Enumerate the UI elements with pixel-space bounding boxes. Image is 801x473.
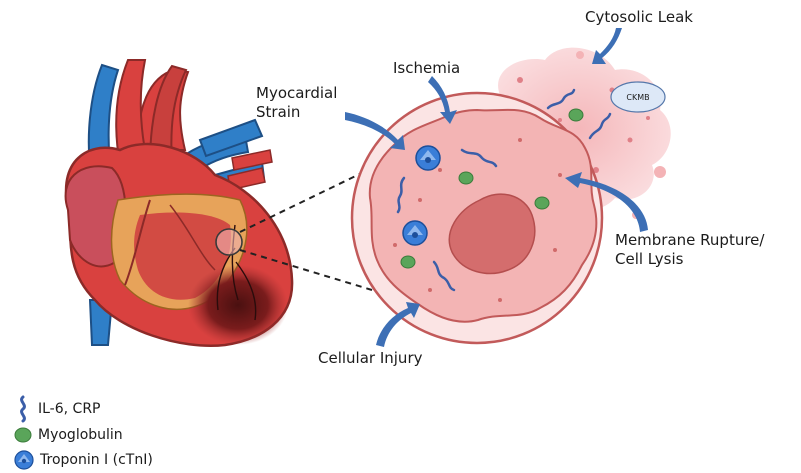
cellular-injury-label: Cellular Injury (318, 349, 423, 368)
legend-item-myoglobulin: Myoglobulin (14, 427, 123, 443)
il6-crp-icon (14, 395, 32, 423)
troponin-icon (14, 450, 34, 470)
legend-label: IL-6, CRP (38, 401, 101, 417)
troponin-icon (403, 221, 427, 245)
myoglobulin-icon (14, 427, 32, 443)
myoglobulin-icon (535, 197, 549, 209)
ischemia-label: Ischemia (393, 59, 460, 78)
troponin-icon (416, 146, 440, 170)
myoglobulin-icon (459, 172, 473, 184)
legend-label: Troponin I (cTnI) (40, 452, 153, 468)
cytosolic-leak-arrow (592, 28, 622, 64)
legend-item-troponin: Troponin I (cTnI) (14, 450, 153, 470)
myocardial-strain-label: Myocardial Strain (256, 84, 337, 122)
legend-item-il6-crp: IL-6, CRP (14, 395, 101, 423)
ckmb-label: CKMB (626, 93, 649, 102)
cardiomyocyte-cell (352, 93, 602, 343)
myoglobulin-icon (569, 109, 583, 121)
myoglobulin-icon (401, 256, 415, 268)
cytosolic-leak-label: Cytosolic Leak (585, 8, 693, 27)
legend-label: Myoglobulin (38, 427, 123, 443)
membrane-rupture-label: Membrane Rupture/ Cell Lysis (615, 231, 764, 269)
